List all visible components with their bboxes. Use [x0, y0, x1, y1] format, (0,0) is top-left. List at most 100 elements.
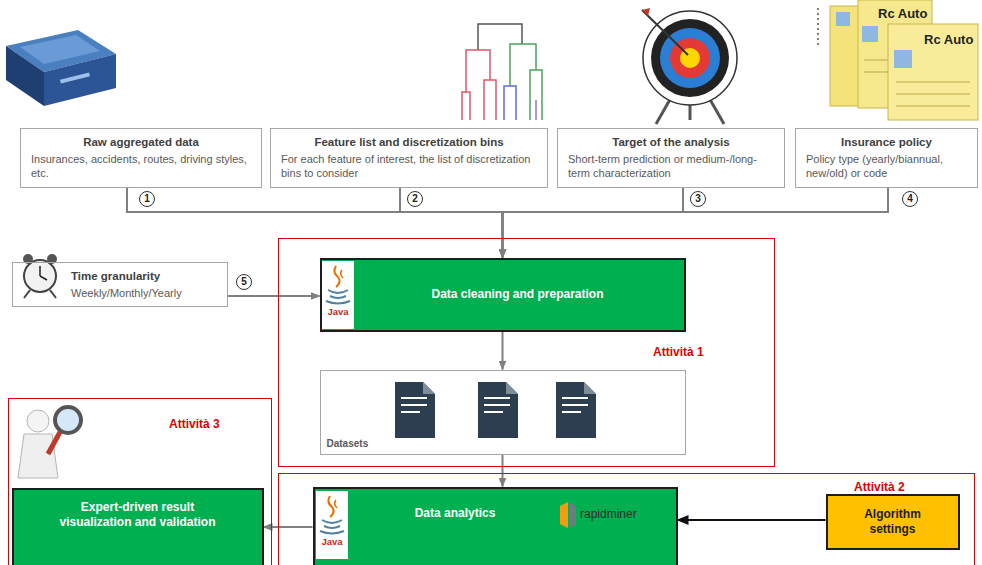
- insurance-cards: [888, 24, 978, 120]
- box-heading: Target of the analysis: [568, 135, 774, 150]
- rapidminer-logo: [560, 502, 576, 528]
- connector-arrow: [678, 519, 826, 521]
- box-text: Insurances, accidents, routes, driving s…: [31, 152, 251, 180]
- dendrogram-icon: [504, 86, 516, 120]
- device-icon: [44, 54, 116, 106]
- dendrogram-icon: [462, 24, 542, 120]
- clock-icon: [40, 276, 47, 280]
- magnifier-person-icon: [48, 432, 60, 454]
- box-heading: Data cleaning and preparation: [431, 287, 603, 302]
- box-heading: Algorithm settings: [854, 507, 932, 537]
- card-text: Rc Auto: [878, 6, 927, 21]
- settings-box: Algorithm settings: [826, 494, 960, 550]
- java-logo: [328, 496, 333, 517]
- callout-number: 4: [902, 191, 918, 207]
- box-text: For each feature of interest, the list o…: [281, 152, 537, 180]
- logo-text: Java: [316, 536, 348, 547]
- activity-title: Attività 1: [653, 345, 704, 359]
- dataset-documents: [395, 382, 435, 438]
- activity-title: Attività 2: [854, 480, 905, 494]
- java-logo: [320, 520, 344, 534]
- target-icon: [642, 8, 650, 16]
- input-box: Feature list and discretization binsFor …: [270, 128, 548, 188]
- connector-arrow: [502, 332, 504, 370]
- box-heading: Insurance policy: [806, 135, 967, 150]
- clock-icon: [24, 260, 56, 292]
- connector-arrow: [400, 188, 503, 258]
- magnifier-person-icon: [18, 434, 58, 478]
- input-box: Insurance policyPolicy type (yearly/bian…: [795, 128, 978, 188]
- target-icon: [642, 10, 688, 55]
- dotted-line: [817, 8, 819, 48]
- dataset-documents: [423, 382, 435, 394]
- dendrogram-icon: [530, 70, 542, 120]
- dendrogram-icon: [535, 100, 537, 120]
- magnifier-person-icon: [55, 407, 81, 433]
- rapidminer-logo: [569, 502, 576, 528]
- dendrogram-icon: [510, 44, 536, 86]
- target-icon: [642, 8, 737, 124]
- callout-number: 5: [236, 274, 252, 290]
- insurance-cards: [836, 12, 850, 26]
- java-logo: [322, 261, 354, 329]
- box-text: Policy type (yearly/biannual, new/old) o…: [806, 152, 967, 180]
- process-box: Expert-driven result visualization and v…: [12, 488, 264, 565]
- box-text: Weekly/Monthly/Yearly: [71, 286, 219, 300]
- box-heading: Time granularity: [71, 269, 219, 284]
- input-box: Target of the analysisShort-term predict…: [557, 128, 785, 188]
- device-icon: [20, 35, 100, 64]
- dataset-documents: [556, 382, 596, 438]
- box-heading: Raw aggregated data: [31, 135, 251, 150]
- java-logo: [341, 270, 343, 278]
- insurance-cards: [862, 26, 878, 42]
- java-logo: [334, 266, 339, 287]
- dendrogram-icon: [462, 92, 470, 120]
- magnifier-person-icon: [18, 407, 81, 478]
- insurance-cards: [830, 0, 978, 120]
- dataset-documents: [484, 398, 510, 412]
- insurance-cards: [896, 82, 970, 83]
- device-icon: [60, 72, 90, 83]
- java-logo: [316, 491, 348, 559]
- box-heading: Datasets: [327, 438, 369, 449]
- connector-arrow: [503, 188, 684, 258]
- rapidminer-logo: [560, 502, 568, 528]
- connector-arrow: [127, 188, 503, 258]
- dendrogram-icon: [484, 80, 496, 120]
- connector-arrow: [228, 295, 320, 297]
- clock-icon: [23, 254, 57, 298]
- box-heading: Data analytics: [415, 506, 496, 521]
- activity-title: Attività 3: [169, 417, 220, 431]
- card-text: Rc Auto: [924, 32, 973, 47]
- dataset-documents: [478, 382, 518, 438]
- dataset-documents: [395, 382, 596, 438]
- connector-arrow: [503, 188, 889, 258]
- java-logo: [322, 261, 354, 329]
- clock-icon: [24, 290, 30, 298]
- process-box: Data cleaning and preparation: [320, 258, 686, 332]
- logo-text: rapidminer: [580, 507, 637, 521]
- callout-number: 2: [407, 191, 423, 207]
- java-logo: [316, 491, 348, 559]
- dataset-documents: [506, 382, 518, 394]
- callout-number: 3: [690, 191, 706, 207]
- dendrogram-icon: [478, 24, 522, 50]
- connector-arrow: [264, 526, 313, 528]
- dataset-documents: [401, 398, 427, 412]
- callout-number: 1: [139, 191, 155, 207]
- logo-text: Java: [322, 306, 354, 317]
- box-text: Short-term prediction or medium-/long-te…: [568, 152, 774, 180]
- insurance-cards: [896, 106, 970, 107]
- box-heading: Feature list and discretization bins: [281, 135, 537, 150]
- connector-arrow: [502, 455, 504, 487]
- target-icon: [643, 11, 737, 105]
- dotted-line: [818, 8, 819, 48]
- process-box: Data analytics: [313, 487, 678, 565]
- clock-icon: [39, 266, 41, 276]
- box-heading: Expert-driven result visualization and v…: [44, 500, 232, 530]
- activity-frame: Attività 1 Data cleaning and preparationD…: [278, 238, 775, 467]
- java-logo: [335, 500, 337, 508]
- input-box: Time granularityWeekly/Monthly/Yearly: [12, 262, 228, 307]
- dataset-documents: [562, 398, 588, 412]
- input-box: Raw aggregated dataInsurances, accidents…: [20, 128, 262, 188]
